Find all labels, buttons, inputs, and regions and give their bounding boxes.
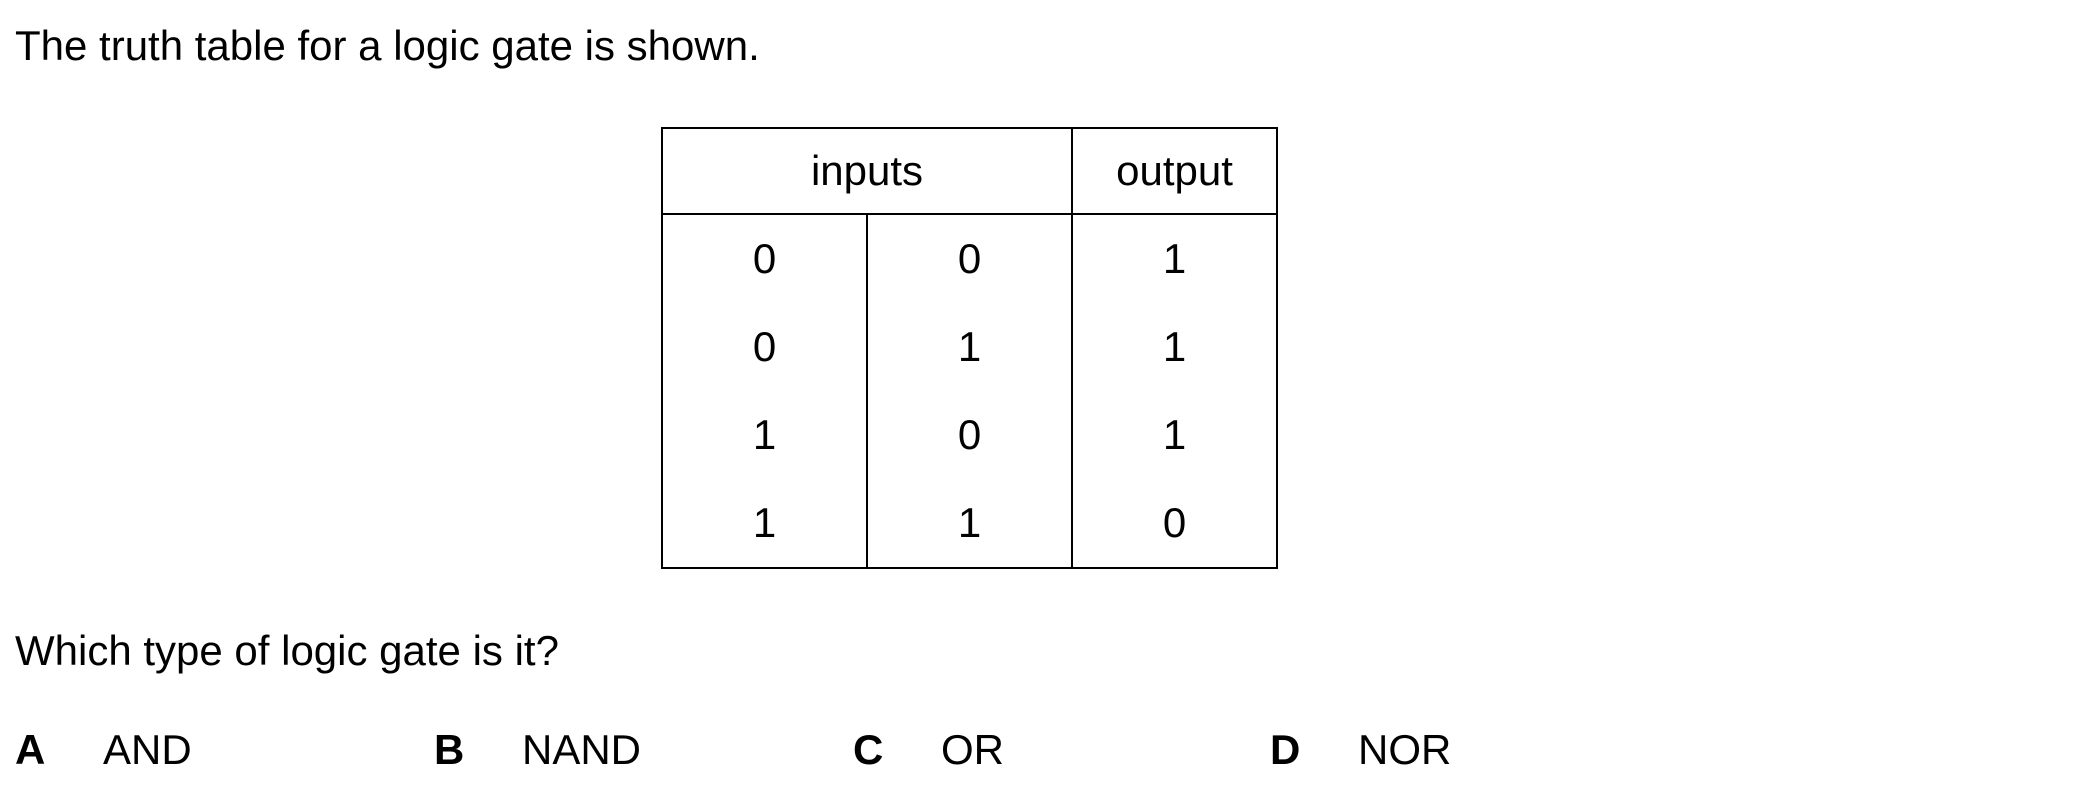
input-b-cell: 0 xyxy=(866,391,1073,479)
question-prompt: Which type of logic gate is it? xyxy=(15,627,559,674)
output-cell: 0 xyxy=(1071,479,1278,569)
option-text: AND xyxy=(103,726,192,773)
answer-options: A AND B NAND C OR D NOR xyxy=(0,722,1600,778)
output-cell: 1 xyxy=(1071,213,1278,303)
input-a-cell: 0 xyxy=(661,303,868,391)
option-text: OR xyxy=(941,726,1004,773)
option-c[interactable]: C OR xyxy=(853,722,1004,778)
option-text: NOR xyxy=(1358,726,1452,773)
table-row: 1 1 0 xyxy=(661,479,1278,569)
input-b-cell: 0 xyxy=(866,213,1073,303)
option-b[interactable]: B NAND xyxy=(434,722,641,778)
option-text: NAND xyxy=(522,726,642,773)
input-a-cell: 0 xyxy=(661,213,868,303)
input-b-cell: 1 xyxy=(866,303,1073,391)
table-row: 0 0 1 xyxy=(661,213,1278,303)
option-letter: C xyxy=(853,726,884,773)
input-a-cell: 1 xyxy=(661,391,868,479)
table-row: 0 1 1 xyxy=(661,303,1278,391)
inputs-header: inputs xyxy=(661,127,1073,215)
table-row: 1 0 1 xyxy=(661,391,1278,479)
input-a-cell: 1 xyxy=(661,479,868,569)
output-cell: 1 xyxy=(1071,391,1278,479)
question-intro: The truth table for a logic gate is show… xyxy=(15,22,760,69)
output-header: output xyxy=(1071,127,1278,215)
input-b-cell: 1 xyxy=(866,479,1073,569)
option-letter: A xyxy=(15,726,46,773)
table-header-row: inputs output xyxy=(661,127,1278,215)
option-letter: B xyxy=(434,726,465,773)
option-letter: D xyxy=(1270,726,1301,773)
output-cell: 1 xyxy=(1071,303,1278,391)
truth-table: inputs output 0 0 1 0 1 1 1 0 1 1 1 0 xyxy=(661,127,1278,569)
option-a[interactable]: A AND xyxy=(15,722,192,778)
option-d[interactable]: D NOR xyxy=(1270,722,1451,778)
